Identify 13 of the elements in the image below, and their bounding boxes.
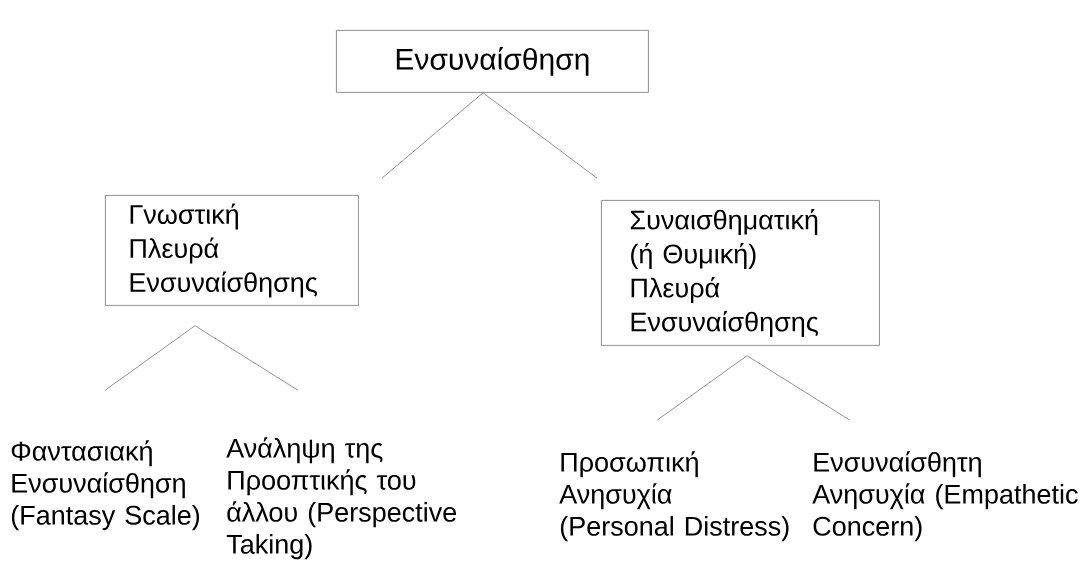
concept-box: Γνωστική Πλευρά Ενσυναίσθησης (105, 195, 359, 306)
concept-label: Προσωπική Ανησυχία (Personal Distress) (559, 451, 789, 542)
connector-line (656, 355, 748, 421)
concept-label: Ενσυναίσθητη Ανησυχία (Empathetic Concern) (812, 451, 1078, 542)
connector-line (482, 92, 598, 179)
concept-box: Ενσυναίσθηση (336, 30, 649, 93)
concept-box: Συναισθηματική (ή Θυμική) Πλευρά Ενσυναίσθησης (601, 200, 880, 346)
connector-line (746, 355, 851, 421)
connector-line (104, 325, 196, 391)
concept-label: Φαντασιακή Ενσυναίσθηση (Fantasy Scale) (11, 440, 200, 531)
concept-label: Ανάληψη της Προοπτικής του άλλου (Perspective Taking) (226, 437, 456, 560)
connector-line (194, 325, 299, 391)
connector-line (381, 92, 484, 179)
